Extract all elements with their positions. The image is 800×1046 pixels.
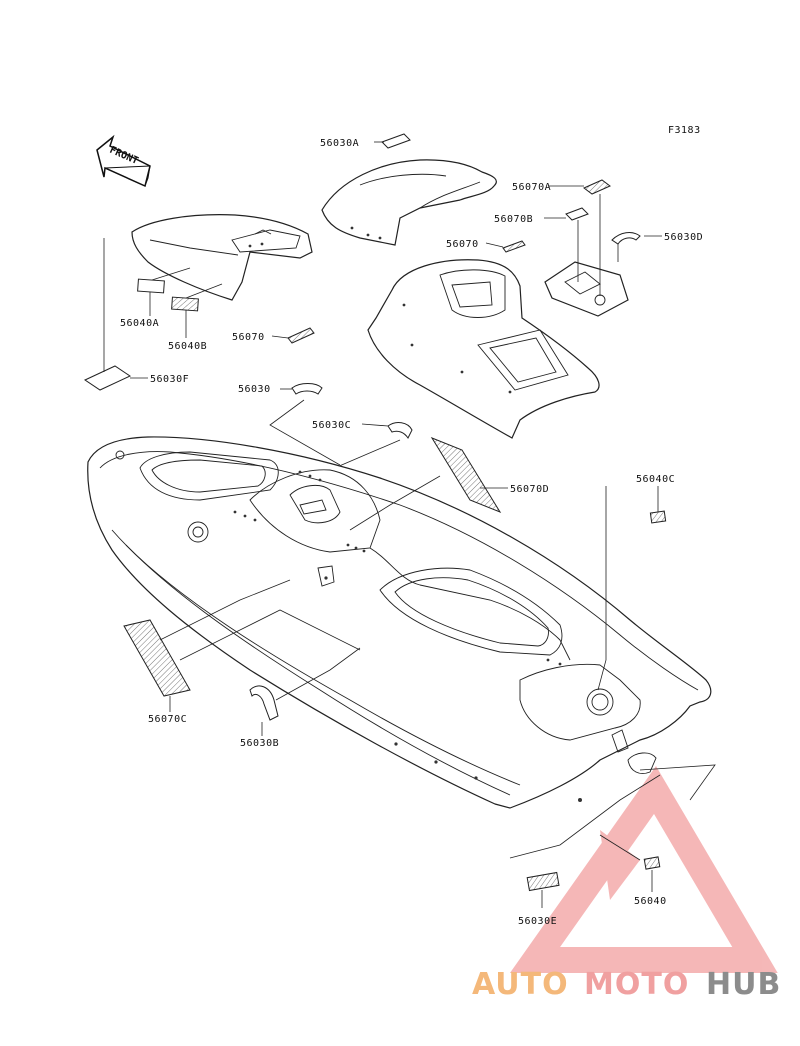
decal-56070-top-shape — [502, 240, 526, 253]
watermark-triangle — [509, 766, 778, 973]
decal-56030F-shape — [83, 365, 132, 391]
decal-56040A-shape — [137, 278, 165, 294]
label-56040C: 56040C — [636, 474, 675, 485]
watermark-word-auto: AUTO — [472, 967, 569, 1002]
decal-56040-shape — [643, 856, 661, 870]
watermark-word-hub: HUB — [706, 967, 781, 1002]
decal-56040C-shape — [649, 510, 667, 524]
figure-code: F3183 — [668, 125, 701, 136]
decal-56030E-shape — [526, 871, 560, 892]
left-cowling-part — [131, 214, 313, 301]
label-56070-mid: 56070 — [232, 332, 265, 343]
label-56070-top: 56070 — [446, 239, 479, 250]
label-56040A: 56040A — [120, 318, 159, 329]
label-56040: 56040 — [634, 896, 667, 907]
label-56070A: 56070A — [512, 182, 551, 193]
label-56070D: 56070D — [510, 484, 549, 495]
label-56030C: 56030C — [312, 420, 351, 431]
decal-56030C-shape — [387, 422, 413, 439]
watermark-wordmark: AUTO MOTO HUB — [472, 967, 781, 1002]
front-arrow-icon: FRONT — [96, 134, 151, 188]
decal-56030B-shape — [249, 685, 279, 721]
label-56030B: 56030B — [240, 738, 279, 749]
decal-56070A-shape — [583, 179, 611, 195]
decal-56030D-shape — [611, 232, 641, 245]
hull-part — [87, 436, 712, 809]
watermark-logo — [509, 766, 778, 973]
label-56030E: 56030E — [518, 916, 557, 927]
deck-cover-part — [367, 259, 600, 439]
label-56040B: 56040B — [168, 341, 207, 352]
watermark-word-moto: MOTO — [584, 967, 689, 1002]
decal-56030-shape — [291, 383, 323, 395]
label-56030F: 56030F — [150, 374, 189, 385]
label-56070B: 56070B — [494, 214, 533, 225]
decal-56040B-shape — [171, 296, 199, 312]
seat-latch-pad-part — [544, 261, 629, 317]
watermark-inner-mark — [600, 830, 640, 900]
label-56030D: 56030D — [664, 232, 703, 243]
label-56030: 56030 — [238, 384, 271, 395]
label-56070C: 56070C — [148, 714, 187, 725]
decal-56030A-shape — [381, 133, 411, 149]
label-56030A: 56030A — [320, 138, 359, 149]
handlebar-cover-part — [321, 159, 497, 246]
decal-56070B-shape — [565, 207, 589, 221]
decal-56070D-shape — [430, 436, 502, 514]
decal-56070C-shape — [123, 619, 191, 697]
decal-56070-mid-shape — [287, 327, 315, 344]
